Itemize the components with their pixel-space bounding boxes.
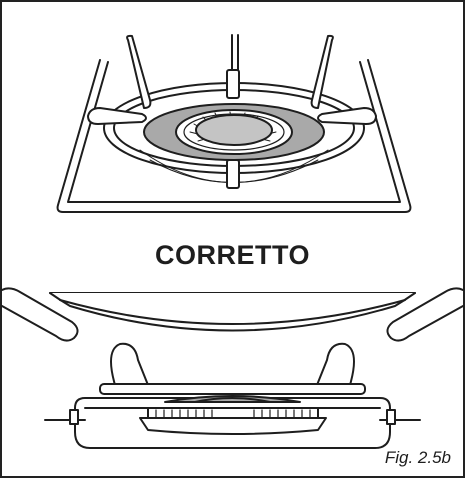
caption-text: CORRETTO: [154, 240, 310, 270]
wok-ring-base: [99, 383, 366, 395]
burner-side: [139, 395, 327, 435]
wok-handles: [1, 287, 464, 342]
pan-support-grid: [56, 34, 412, 213]
burner-cap: [195, 114, 273, 146]
wok-ring-top-view-illustration: [56, 34, 412, 213]
wok-ring-fingers: [87, 34, 377, 189]
wok-ring-legs: [110, 342, 355, 386]
figure-label: Fig. 2.5b: [384, 448, 451, 467]
wok-pan: [49, 292, 416, 332]
hob-surface: [44, 409, 421, 425]
